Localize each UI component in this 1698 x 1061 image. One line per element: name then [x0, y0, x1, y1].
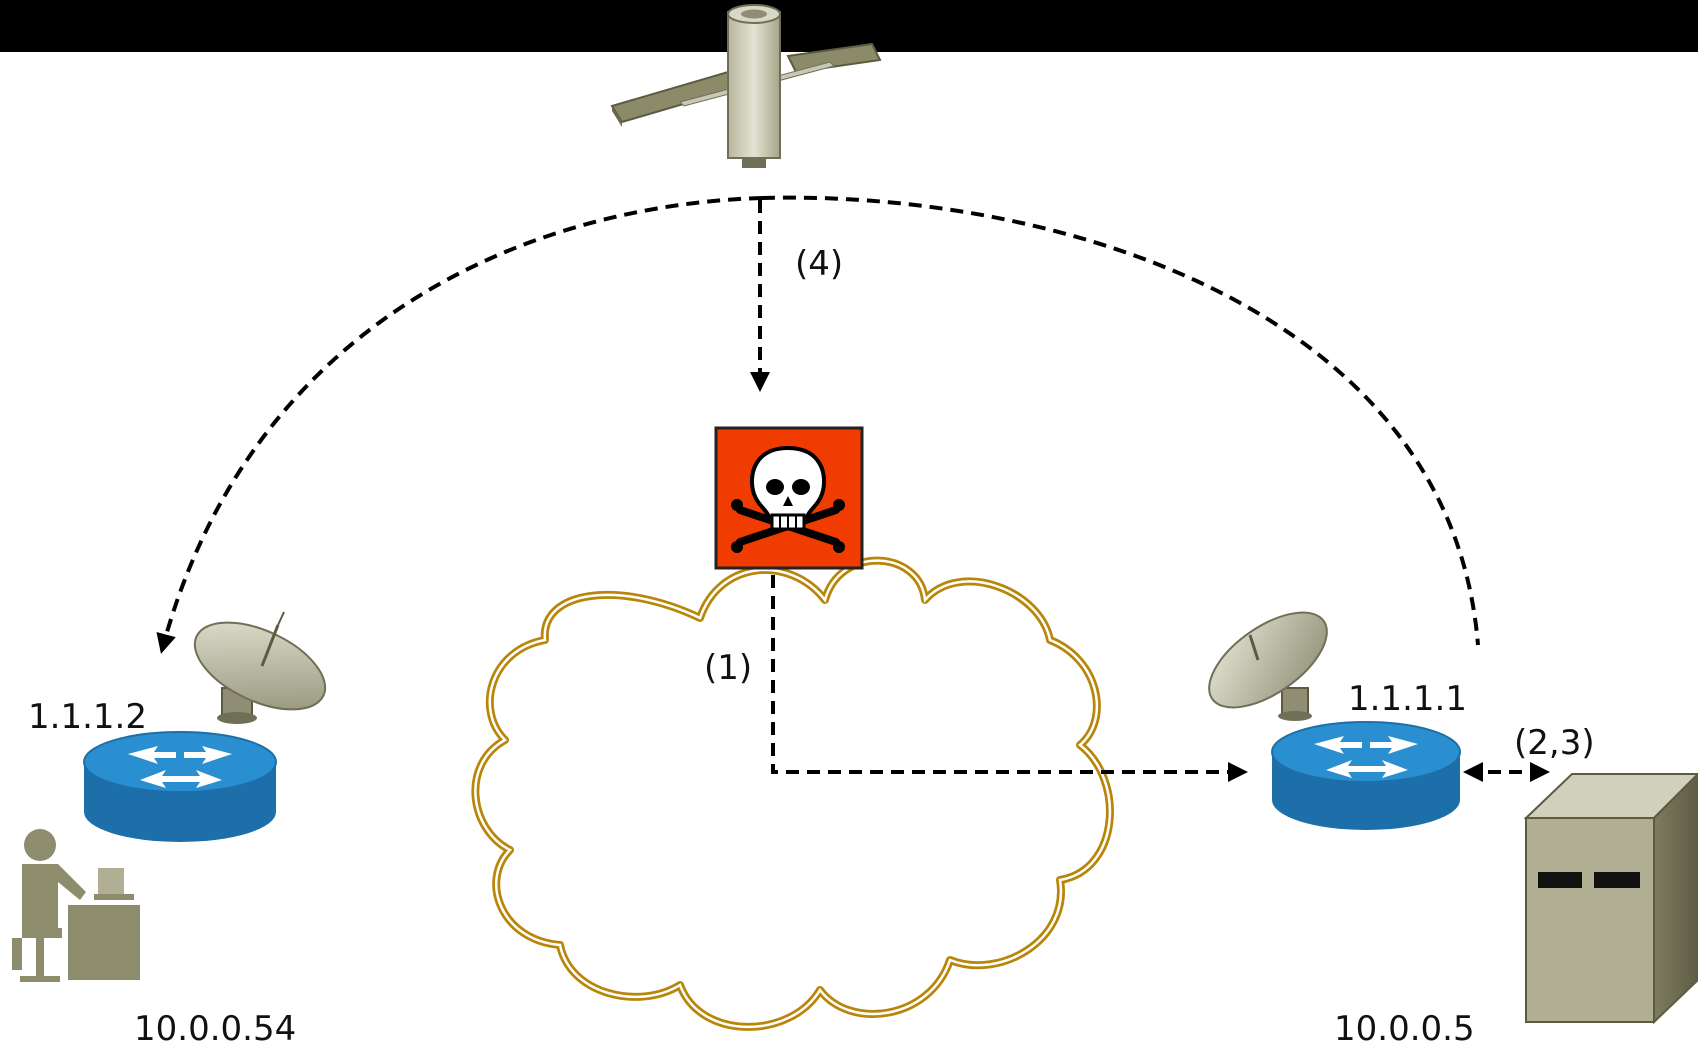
satellite-dish-icon	[193, 611, 327, 724]
cloud-icon	[471, 556, 1114, 1031]
server-icon	[1523, 772, 1698, 1025]
arc-from-right-router	[761, 195, 1480, 646]
router-icon	[83, 731, 277, 842]
step-1-label: (1)	[704, 648, 753, 688]
satellite-icon	[610, 4, 882, 168]
client-ip-label: 10.0.0.54	[134, 1009, 297, 1049]
user-at-desk-icon	[12, 829, 140, 982]
left-router-ip-label: 1.1.1.2	[28, 697, 147, 737]
step-4-label: (4)	[795, 244, 844, 284]
attacker-to-right-router-arrow	[771, 575, 1248, 782]
right-router-ip-label: 1.1.1.1	[1348, 679, 1467, 719]
top-bar	[0, 0, 1698, 52]
flow-lines	[156, 195, 1550, 782]
arc-to-left-router	[156, 196, 763, 654]
step-2-3-label: (2,3)	[1514, 723, 1595, 763]
satellite-dish-icon	[1208, 611, 1328, 721]
server-ip-label: 10.0.0.5	[1334, 1009, 1475, 1049]
router-icon	[1271, 721, 1461, 830]
skull-crossbones-icon	[714, 426, 864, 570]
